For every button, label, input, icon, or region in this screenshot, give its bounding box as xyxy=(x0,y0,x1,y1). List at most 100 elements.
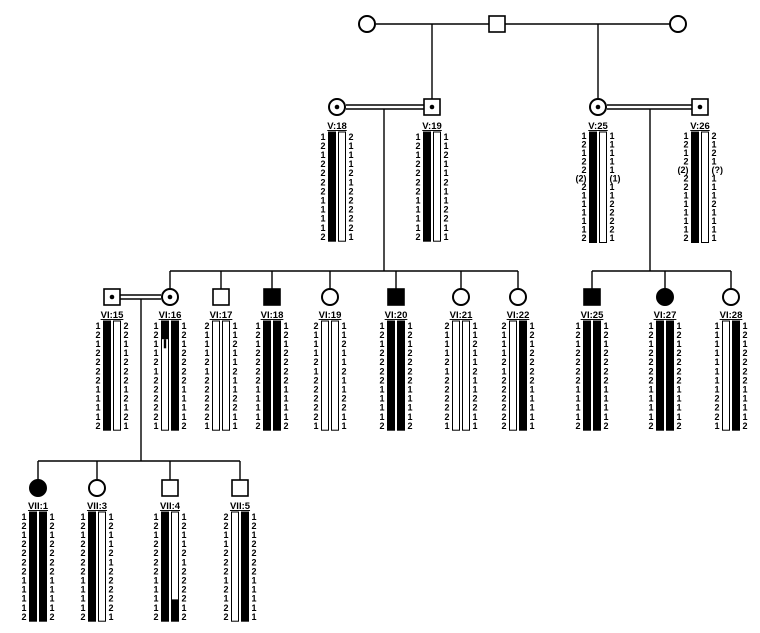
individual-vii-1-allele-left: 2 xyxy=(21,548,26,558)
individual-vi-19-allele-left: 2 xyxy=(313,394,318,404)
individual-vi-25-allele-right: 1 xyxy=(604,412,609,422)
individual-vii-4-allele-right: 2 xyxy=(182,585,187,595)
individual-v-26-allele-left: 1 xyxy=(683,199,688,209)
individual-vi-21-allele-right: 1 xyxy=(473,330,478,340)
individual-vii-1-allele-left: 2 xyxy=(21,566,26,576)
individual-vi-22-allele-left: 1 xyxy=(501,330,506,340)
individual-vi-18-allele-right: 2 xyxy=(284,357,289,367)
individual-vi-16-allele-left: 1 xyxy=(153,348,158,358)
individual-vi-19-allele-right: 2 xyxy=(342,403,347,413)
individual-vii-1-allele-right: 1 xyxy=(50,594,55,604)
individual-vii-5-label: VII:5 xyxy=(230,501,251,512)
individual-vii-1-allele-left: 1 xyxy=(21,594,26,604)
individual-vi-15-allele-right: 2 xyxy=(124,330,129,340)
individual-vi-28-allele-right: 1 xyxy=(743,385,748,395)
individual-v-25-allele-left: 1 xyxy=(581,208,586,218)
individual-vii-1-allele-left: 2 xyxy=(21,557,26,567)
individual-vii-3-allele-left: 1 xyxy=(80,594,85,604)
individual-v-19-allele-left: 1 xyxy=(415,132,420,142)
individual-vi-27-allele-right: 2 xyxy=(677,357,682,367)
individual-vii-5-allele-left: 2 xyxy=(223,512,228,522)
individual-vi-15-allele-left: 2 xyxy=(95,366,100,376)
individual-vii-1-allele-right: 2 xyxy=(50,548,55,558)
individual-vi-18-allele-right: 2 xyxy=(284,366,289,376)
individual-vii-1-allele-left: 1 xyxy=(21,512,26,522)
individual-vi-25-allele-left: 1 xyxy=(575,394,580,404)
individual-vi-15-allele-right: 1 xyxy=(124,421,129,431)
individual-v-19-haplotype-left-segment-risk xyxy=(423,132,431,242)
individual-vii-4-allele-left: 1 xyxy=(153,585,158,595)
individual-v-26-allele-right: 1 xyxy=(712,182,717,192)
individual-v-25-allele-right: 1 xyxy=(610,140,615,150)
individual-v-26-allele-right: 2 xyxy=(712,199,717,209)
individual-v-18-allele-left: 2 xyxy=(320,232,325,242)
individual-vi-17-haplotype-right-bar xyxy=(222,320,230,431)
individual-vii-4-allele-right: 1 xyxy=(182,530,187,540)
individual-vi-28-allele-left: 1 xyxy=(714,321,719,331)
individual-vi-22-allele-left: 1 xyxy=(501,348,506,358)
individual-vi-27-haplotype-right-segment-risk xyxy=(666,321,674,431)
individual-vi-22-allele-right: 1 xyxy=(530,394,535,404)
individual-vi-27-allele-left: 1 xyxy=(648,403,653,413)
individual-vi-27-allele-left: 1 xyxy=(648,412,653,422)
individual-vi-15-allele-right: 2 xyxy=(124,321,129,331)
individual-vi-19-allele-right: 1 xyxy=(342,348,347,358)
individual-v-26-allele-right: 1 xyxy=(712,191,717,201)
individual-vi-16-allele-left: 1 xyxy=(153,339,158,349)
individual-vi-25-allele-right: 1 xyxy=(604,385,609,395)
individual-vii-3-allele-left: 1 xyxy=(80,530,85,540)
individual-vi-19-allele-left: 1 xyxy=(313,339,318,349)
individual-v-19-allele-left: 2 xyxy=(415,177,420,187)
individual-vi-21-allele-left: 2 xyxy=(444,375,449,385)
individual-vii-1-allele-right: 2 xyxy=(50,612,55,622)
individual-vii-3-allele-right: 2 xyxy=(109,521,114,531)
individual-vi-18-allele-right: 2 xyxy=(284,375,289,385)
individual-vi-17-allele-left: 2 xyxy=(204,394,209,404)
individual-vi-28-allele-right: 2 xyxy=(743,375,748,385)
individual-v-19-allele-right: 2 xyxy=(444,205,449,215)
individual-vi-22-allele-left: 2 xyxy=(501,421,506,431)
individual-vi-22-label: VI:22 xyxy=(507,310,530,321)
individual-vii-4-allele-right: 2 xyxy=(182,612,187,622)
individual-v-26-allele-left: 2 xyxy=(683,233,688,243)
individual-vi-16-allele-left: 2 xyxy=(153,357,158,367)
individual-v-25-allele-right: 1 xyxy=(610,165,615,175)
individual-v-18-allele-left: 1 xyxy=(320,223,325,233)
individual-vi-28-haplotype-right-segment-risk xyxy=(732,321,740,431)
individual-vi-20-haplotype-left-segment-risk xyxy=(387,321,395,431)
individual-vi-22-allele-left: 1 xyxy=(501,339,506,349)
individual-vi-27-allele-right: 2 xyxy=(677,421,682,431)
individual-v-19-allele-right: 2 xyxy=(444,214,449,224)
individual-vi-18-allele-left: 1 xyxy=(255,394,260,404)
individual-vi-16-allele-right: 1 xyxy=(182,385,187,395)
individual-vi-28-haplotype-left-bar xyxy=(722,320,730,431)
individual-vii-5-allele-left: 2 xyxy=(223,585,228,595)
individual-v-18-allele-right: 1 xyxy=(349,177,354,187)
individual-vii-5-allele-right: 2 xyxy=(252,548,257,558)
individual-vii-5-allele-left: 2 xyxy=(223,557,228,567)
individual-vi-20-allele-right: 2 xyxy=(408,421,413,431)
individual-vi-17-allele-right: 2 xyxy=(233,394,238,404)
individual-v-18-haplotype-right-bar xyxy=(338,131,346,242)
individual-vi-22-haplotype-left-bar xyxy=(509,320,517,431)
individual-vi-21-allele-right: 1 xyxy=(473,348,478,358)
individual-vi-15-allele-right: 2 xyxy=(124,366,129,376)
individual-vi-16-allele-left: 1 xyxy=(153,321,158,331)
individual-vi-21-allele-left: 2 xyxy=(444,385,449,395)
individual-vi-18-allele-right: 2 xyxy=(284,348,289,358)
individual-vi-20-allele-right: 1 xyxy=(408,394,413,404)
individual-vii-3-allele-right: 2 xyxy=(109,548,114,558)
individual-v-26-allele-right: 1 xyxy=(712,216,717,226)
individual-vi-16-allele-left: 2 xyxy=(153,403,158,413)
individual-vi-15-allele-right: 2 xyxy=(124,357,129,367)
individual-vi-17-allele-right: 2 xyxy=(233,339,238,349)
individual-vi-19-allele-right: 1 xyxy=(342,330,347,340)
individual-vi-20-allele-left: 1 xyxy=(379,403,384,413)
individual-vi-28-allele-right: 1 xyxy=(743,321,748,331)
individual-vii-3-allele-left: 2 xyxy=(80,548,85,558)
individual-vi-22-allele-left: 2 xyxy=(501,403,506,413)
individual-vi-18-haplotype-right-segment-risk xyxy=(273,321,281,431)
individual-v-26-allele-left: 1 xyxy=(683,191,688,201)
individual-v-25-allele-left: 2 xyxy=(581,157,586,167)
individual-vi-20-allele-right: 1 xyxy=(408,385,413,395)
